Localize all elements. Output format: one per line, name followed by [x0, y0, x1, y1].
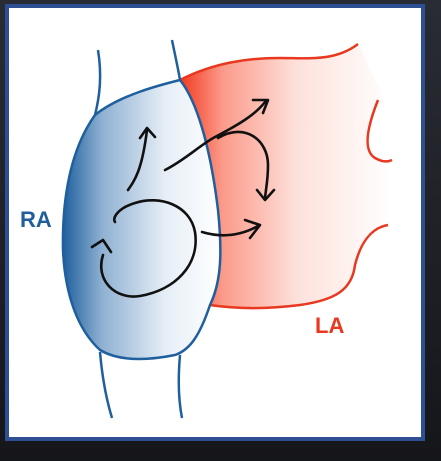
inferior-vena-cava-left	[100, 352, 112, 418]
label-left-atrium: LA	[315, 313, 344, 338]
superior-vena-cava-right	[172, 40, 180, 80]
label-right-atrium: RA	[20, 207, 52, 232]
superior-vena-cava-left	[95, 50, 100, 115]
inferior-vena-cava-right	[179, 355, 182, 418]
right-atrium-shape	[63, 80, 220, 359]
